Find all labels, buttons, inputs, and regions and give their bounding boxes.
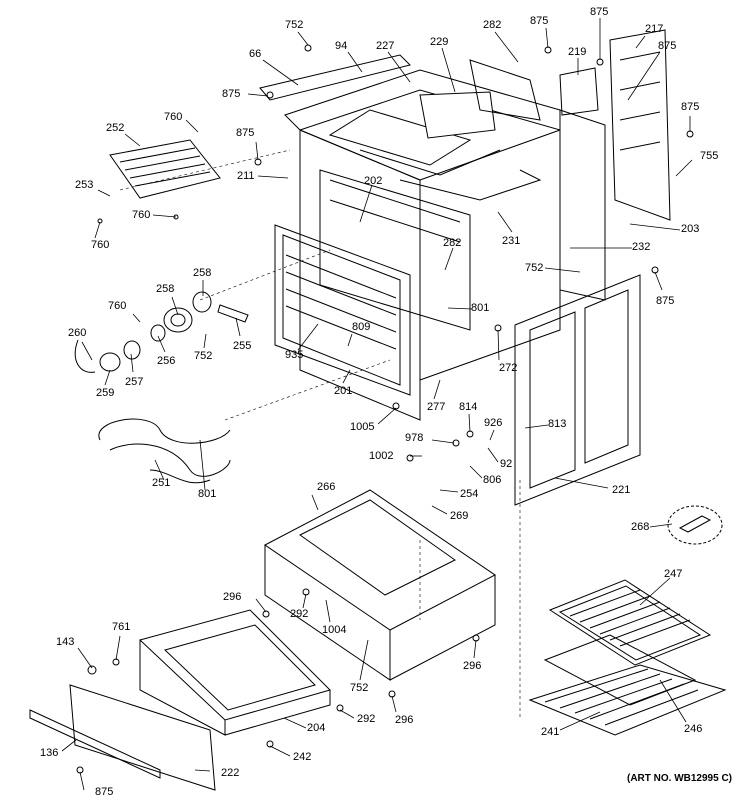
broil-element-252 (109, 139, 221, 199)
callout-814: 814 (459, 401, 478, 413)
callout-875: 875 (236, 127, 255, 139)
callout-875: 875 (590, 6, 609, 18)
callout-752: 752 (525, 262, 544, 274)
broiler-pan-247 (548, 579, 712, 666)
drawer-box-204 (139, 609, 331, 736)
broiler-pan-bottom-246 (543, 634, 697, 706)
bake-element-251 (98, 418, 231, 484)
callout-875: 875 (658, 40, 677, 52)
callout-752: 752 (194, 350, 213, 362)
callout-760: 760 (132, 209, 151, 221)
callout-1002: 1002 (369, 450, 394, 462)
callout-296: 296 (223, 591, 242, 603)
callout-761: 761 (112, 621, 131, 633)
callout-296: 296 (463, 660, 482, 672)
callout-219: 219 (568, 46, 587, 58)
callout-94: 94 (335, 40, 348, 52)
callout-258: 258 (156, 283, 175, 295)
drawer-front-222 (29, 684, 216, 791)
callout-143: 143 (56, 636, 75, 648)
callout-247: 247 (664, 568, 683, 580)
callout-256: 256 (157, 355, 176, 367)
callout-253: 253 (75, 179, 94, 191)
oven-cavity-body (259, 29, 671, 421)
callout-266: 266 (317, 481, 336, 493)
callout-760: 760 (91, 239, 110, 251)
callout-801: 801 (198, 488, 217, 500)
callout-268: 268 (631, 521, 650, 533)
callout-260: 260 (68, 327, 87, 339)
callout-806: 806 (483, 474, 502, 486)
callout-1004: 1004 (322, 624, 347, 636)
callout-813: 813 (548, 418, 567, 430)
callout-211: 211 (237, 170, 255, 182)
callout-201: 201 (334, 385, 353, 397)
callout-227: 227 (376, 40, 395, 52)
oven-rack-241 (528, 664, 727, 736)
callout-875: 875 (222, 88, 241, 100)
art-number: (ART NO. WB12995 C) (626, 773, 732, 784)
callout-259: 259 (96, 387, 115, 399)
callout-760: 760 (108, 300, 127, 312)
callout-760: 760 (164, 111, 183, 123)
callout-252: 252 (106, 122, 125, 134)
light-parts (74, 291, 249, 373)
callout-204: 204 (307, 722, 326, 734)
callout-255: 255 (233, 340, 252, 352)
callout-926: 926 (484, 417, 503, 429)
callout-752: 752 (285, 19, 304, 31)
callout-92: 92 (500, 458, 513, 470)
callout-752: 752 (350, 682, 369, 694)
callout-258: 258 (193, 267, 212, 279)
callout-202: 202 (364, 175, 383, 187)
callout-222: 222 (221, 767, 240, 779)
callout-221: 221 (612, 484, 631, 496)
callout-809: 809 (352, 321, 371, 333)
callout-755: 755 (700, 150, 719, 162)
callout-292: 292 (290, 608, 309, 620)
callout-231: 231 (502, 235, 521, 247)
side-panel-221 (514, 274, 641, 506)
detail-circle-268 (667, 505, 723, 545)
callout-978: 978 (405, 432, 424, 444)
callout-296: 296 (395, 714, 414, 726)
callout-272: 272 (499, 362, 518, 374)
callout-217: 217 (645, 23, 664, 35)
callout-241: 241 (541, 726, 560, 738)
callout-875: 875 (656, 295, 675, 307)
callout-229: 229 (430, 36, 449, 48)
callout-282: 282 (483, 19, 502, 31)
callout-292: 292 (357, 713, 376, 725)
small-fasteners (76, 44, 694, 774)
callout-254: 254 (460, 488, 479, 500)
callout-875: 875 (681, 101, 700, 113)
callout-935: 935 (285, 349, 304, 361)
drawer-support-266 (264, 489, 496, 681)
callout-242: 242 (293, 751, 312, 763)
leader-lines (61, 18, 693, 791)
callout-66: 66 (249, 48, 262, 60)
callout-269: 269 (450, 510, 469, 522)
callout-875: 875 (530, 15, 549, 27)
callout-277: 277 (427, 401, 446, 413)
callout-246: 246 (684, 723, 703, 735)
callout-875: 875 (95, 786, 114, 798)
callout-282: 282 (443, 237, 462, 249)
callout-232: 232 (632, 241, 651, 253)
callout-136: 136 (40, 747, 59, 759)
callout-251: 251 (152, 477, 171, 489)
callout-1005: 1005 (350, 421, 375, 433)
callout-801: 801 (471, 302, 490, 314)
callout-203: 203 (681, 223, 700, 235)
callout-257: 257 (125, 376, 144, 388)
